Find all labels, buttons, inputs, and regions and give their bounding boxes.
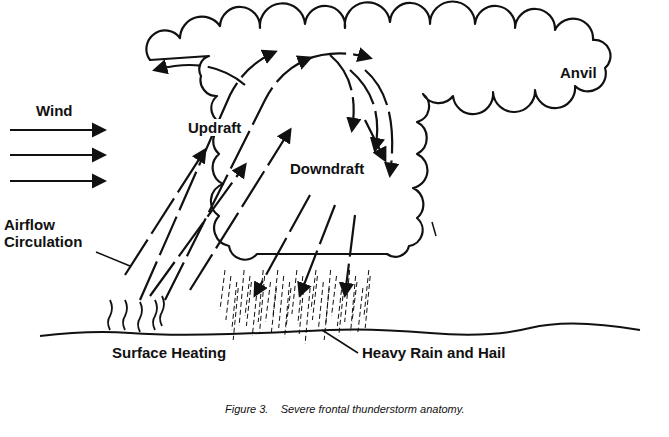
wind-arrows (10, 130, 104, 181)
rain-streak (312, 276, 317, 320)
heat-squiggles (108, 296, 164, 332)
rain-streak (345, 270, 350, 322)
rain-streak (239, 270, 244, 326)
rain-streak (352, 282, 357, 322)
rain-streak (326, 270, 331, 326)
downdraft-arrows (255, 55, 392, 295)
rain-streak (332, 276, 337, 316)
updraft-label: Updraft (186, 119, 243, 136)
airflow-label: Airflow Circulation (4, 216, 104, 251)
rain-streak (292, 270, 297, 314)
rain-streak (233, 288, 238, 340)
ground-line (40, 323, 640, 336)
rain-streak (358, 288, 363, 332)
rain-streak (245, 276, 250, 316)
rain-streak (318, 282, 323, 330)
rain-streak (260, 276, 265, 332)
rain-streak (285, 282, 290, 338)
rain-streak (226, 276, 231, 320)
downdraft-label: Downdraft (288, 160, 366, 177)
wind-label: Wind (36, 102, 73, 119)
rain-streak (305, 288, 310, 344)
rain-streak (299, 282, 304, 334)
figure-caption: Figure 3. Severe frontal thunderstorm an… (225, 403, 464, 415)
surface-heating-label: Surface Heating (112, 344, 226, 361)
updraft-arrows (125, 52, 370, 300)
rain-hail-label: Heavy Rain and Hail (362, 344, 505, 361)
leader-line (432, 222, 436, 236)
rain-streak (286, 288, 291, 328)
rain-streak (252, 288, 257, 336)
rain-streak (279, 276, 284, 328)
anvil-label: Anvil (560, 64, 597, 81)
rain-streak (246, 282, 251, 326)
leader-line (322, 330, 358, 353)
rain-streak (220, 270, 225, 310)
rain-streak (311, 270, 316, 310)
rain-streak (365, 276, 370, 328)
rain-streak (266, 282, 271, 322)
cloud-outline (146, 2, 610, 260)
rain-streak (351, 276, 356, 332)
rain-streak (273, 270, 278, 318)
leader-line (96, 252, 130, 266)
